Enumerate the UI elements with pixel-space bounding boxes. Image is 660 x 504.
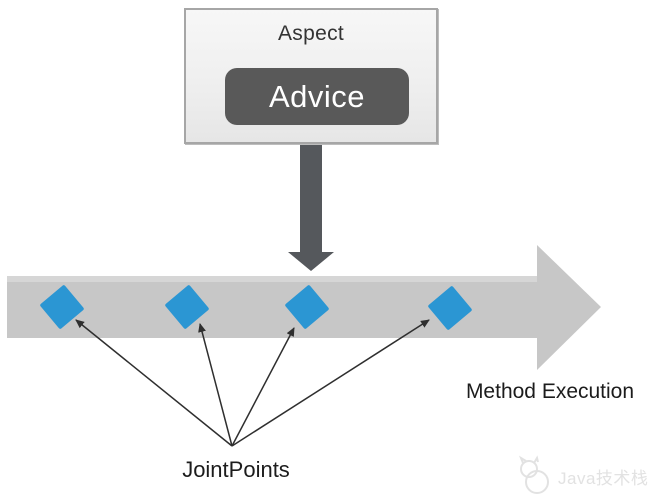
jointpoints-label: JointPoints xyxy=(182,457,290,482)
method-execution-label: Method Execution xyxy=(465,380,635,403)
jointpoint-pointer-line xyxy=(198,323,233,447)
jointpoint-diamond xyxy=(165,285,209,329)
advice-down-arrow xyxy=(288,144,334,271)
jointpoint-pointer-line xyxy=(75,319,233,447)
watermark: Java技术栈 xyxy=(514,452,654,500)
method-execution-arrow-highlight xyxy=(7,276,537,282)
cat-logo-icon xyxy=(518,455,549,494)
jointpoint-diamond xyxy=(428,286,472,330)
jointpoint-diamond xyxy=(285,285,329,329)
jointpoint-pointer-line xyxy=(231,327,295,447)
jointpoint-diamond xyxy=(40,285,84,329)
watermark-text: Java技术栈 xyxy=(558,468,649,488)
aspect-box: Aspect Advice xyxy=(184,8,438,144)
jointpoint-pointer-line xyxy=(231,319,430,447)
advice-box: Advice xyxy=(225,68,409,125)
aspect-title: Aspect xyxy=(278,22,344,45)
